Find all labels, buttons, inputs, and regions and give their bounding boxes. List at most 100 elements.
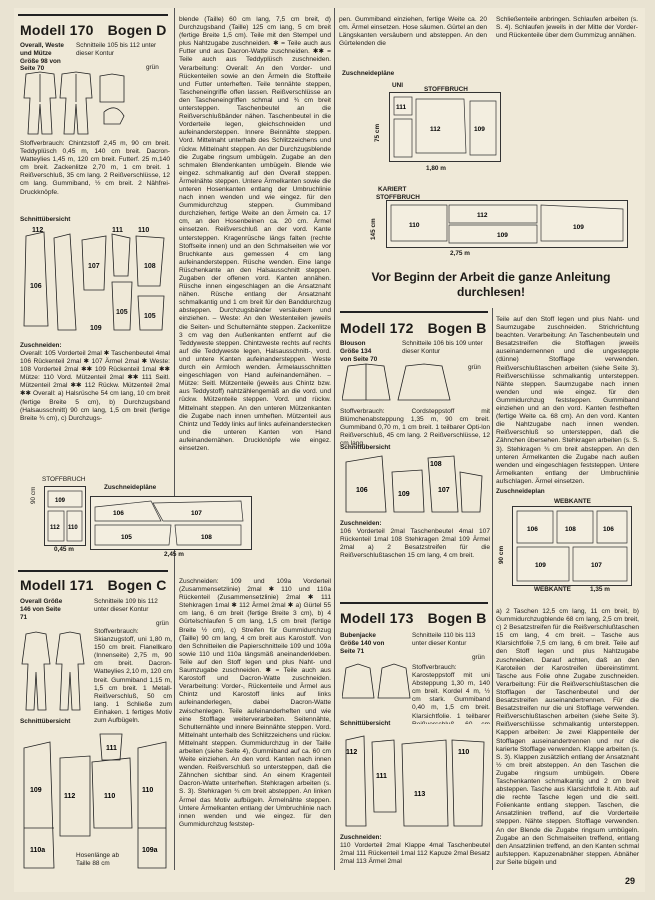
model-170-bogen: Bogen D [107,22,167,38]
svg-text:106: 106 [527,526,538,533]
svg-text:109: 109 [55,498,66,504]
model-171-intro: Overall Größe 146 von Seite 71 [20,598,63,621]
section-rule [18,570,168,572]
svg-text:107: 107 [191,510,202,517]
model-173-instructions: a) 2 Taschen 12,5 cm lang, 11 cm breit, … [496,608,639,866]
model-170-zuschneiden: Overall: 105 Vorderteil 2mal ✱ Taschenbe… [20,350,170,422]
svg-text:111: 111 [112,227,123,234]
right-plan-dim1-h: 75 cm [374,123,381,142]
svg-text:105: 105 [144,313,156,320]
model-170-instructions: blende (Taille) 60 cm lang, 7,5 cm breit… [179,16,331,452]
svg-text:109: 109 [535,562,546,569]
svg-text:106: 106 [30,283,42,290]
model-170-heading: Modell 170 Bogen D [20,22,167,38]
model-172-color: grün [468,364,481,371]
svg-text:112: 112 [477,212,488,219]
model-172-title: Modell 172 [340,320,414,336]
model-171-continued: pen. Gummiband einziehen, fertige Weite … [339,16,487,48]
model-173-schnitt-uebersicht: Schnittübersicht [340,720,391,727]
svg-text:108: 108 [565,526,576,533]
svg-text:107: 107 [438,487,450,494]
model-172-heading: Modell 172 Bogen B [340,320,487,336]
section-rule [340,602,488,604]
svg-text:112: 112 [346,749,357,756]
model-172-intro: Blouson Größe 134 von Seite 70 [340,340,378,363]
svg-text:109: 109 [474,126,485,133]
model-173-bogen: Bogen B [427,610,487,626]
svg-text:110: 110 [458,749,469,756]
column-divider [174,8,175,870]
model-172-flat-sketch [342,360,458,406]
svg-text:109: 109 [90,325,102,332]
right-plan-stoffbruch2: STOFFBRUCH [376,194,420,201]
svg-text:107: 107 [88,263,100,270]
model-171-hosenlaenge: Hosenlänge ab Taille 88 cm [76,852,119,867]
model-173-schnitt: Schnitteile 110 bis 113 unter dieser Kon… [412,632,476,647]
model-172-schnitt-uebersicht: Schnittübersicht [340,444,391,451]
model-173-stoff: Stoffverbrauch: Karosteppstoff mit uni A… [412,664,490,724]
svg-text:113: 113 [414,791,425,798]
svg-text:111: 111 [106,745,117,752]
model-171-title: Modell 171 [20,577,94,593]
model-173-title: Modell 173 [340,610,414,626]
page-number: 29 [625,876,636,886]
right-plan-uni: UNI [392,82,404,89]
model-172-plan-title: Zuschneideplan [496,488,545,495]
model-170-schnitt: Schnitteile 105 bis 112 unter dieser Kon… [76,42,157,57]
model-170-schnitt-uebersicht: Schnittübersicht [20,216,71,223]
model-170-zuschneiden-title: Zuschneiden: [20,342,62,349]
model-172-dim-h: 90 cm [498,545,505,564]
model-170-dim-w2: 0,45 m [54,546,74,553]
svg-text:112: 112 [64,793,75,800]
section-rule [18,14,168,16]
model-171-schnitt-uebersicht: Schnittübersicht [20,718,71,725]
svg-text:112: 112 [50,525,60,531]
model-170-intro: Overall, Weste und Mütze Größe 98 von Se… [20,42,64,73]
model-171-bogen: Bogen C [107,577,167,593]
model-170-stoff: Stoffverbrauch: Chintzstoff 2,45 m, 90 c… [20,140,170,196]
model-170-title: Modell 170 [20,22,94,38]
model-172-bogen: Bogen B [427,320,487,336]
right-plan-dim2-w: 2,75 m [450,250,470,257]
model-171-heading: Modell 171 Bogen C [20,577,167,593]
model-170-plan-stoffbruch: STOFFBRUCH [42,476,86,483]
model-173-heading: Modell 173 Bogen B [340,610,487,626]
model-170-dim-w: 2,45 m [164,551,184,558]
right-plan-kariert: KARIERT [378,186,407,193]
svg-text:110: 110 [142,787,153,794]
section-rule [340,311,488,313]
svg-text:110a: 110a [30,847,45,854]
model-172-webkante-bottom: WEBKANTE [534,586,571,593]
model-173-flat-sketch [342,662,412,702]
svg-text:112: 112 [32,227,43,234]
svg-text:105: 105 [121,534,132,541]
svg-text:105: 105 [116,309,128,316]
svg-text:108: 108 [144,263,156,270]
magazine-page: Modell 170 Bogen D Overall, Weste und Müt… [14,8,645,892]
model-172-schnitt: Schnitteile 106 bis 109 unter dieser Kon… [402,340,483,355]
model-173-color: grün [472,654,485,661]
callout-read-instructions: Vor Beginn der Arbeit die ganze Anleitun… [371,270,611,299]
svg-text:109: 109 [573,224,584,231]
column-divider [334,8,335,870]
svg-text:108: 108 [430,461,442,468]
model-170-plan-title: Zuschneidepläne [104,484,157,491]
right-plan-dim2-h: 145 cm [370,218,377,240]
svg-text:106: 106 [356,487,368,494]
model-171-stoff: Stoffverbrauch: Skianzugstoff, uni 1,80 … [94,628,172,724]
column-divider [492,308,493,870]
svg-text:111: 111 [396,104,407,111]
model-173-intro: Bubenjacke Größe 140 von Seite 71 [340,632,385,655]
model-173-zuschneiden: 110 Vorderteil 2mal Klappe 4mal Taschenb… [340,842,490,866]
svg-text:107: 107 [591,562,602,569]
right-plan-stoffbruch: STOFFBRUCH [424,86,468,93]
right-plan-title: Zuschneidepläne [342,70,395,77]
